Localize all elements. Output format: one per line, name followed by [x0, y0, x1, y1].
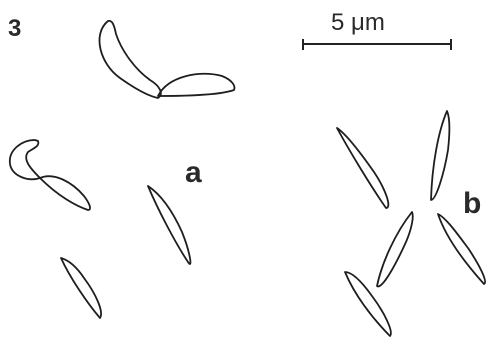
cell-spindle-a2 [60, 257, 102, 319]
cell-spindle-a1 [147, 185, 192, 265]
cell-spindle-b2 [430, 110, 451, 201]
scale-bar-label: 5 μm [331, 9, 385, 36]
cell-spindle-b1 [336, 127, 390, 209]
cell-hooked [9, 139, 41, 181]
cell-spindle-b3 [376, 211, 414, 288]
cell-curved-large [98, 19, 162, 99]
cell-oval-attached [157, 72, 236, 97]
scale-bar: 5 μm [302, 9, 452, 50]
figure-number: 3 [8, 15, 21, 42]
label-a: a [185, 156, 202, 189]
label-b: b [463, 187, 481, 220]
cell-spindle-b5 [344, 271, 392, 337]
cell-spindle-b4 [437, 213, 486, 285]
cell-attached-small [39, 175, 91, 211]
